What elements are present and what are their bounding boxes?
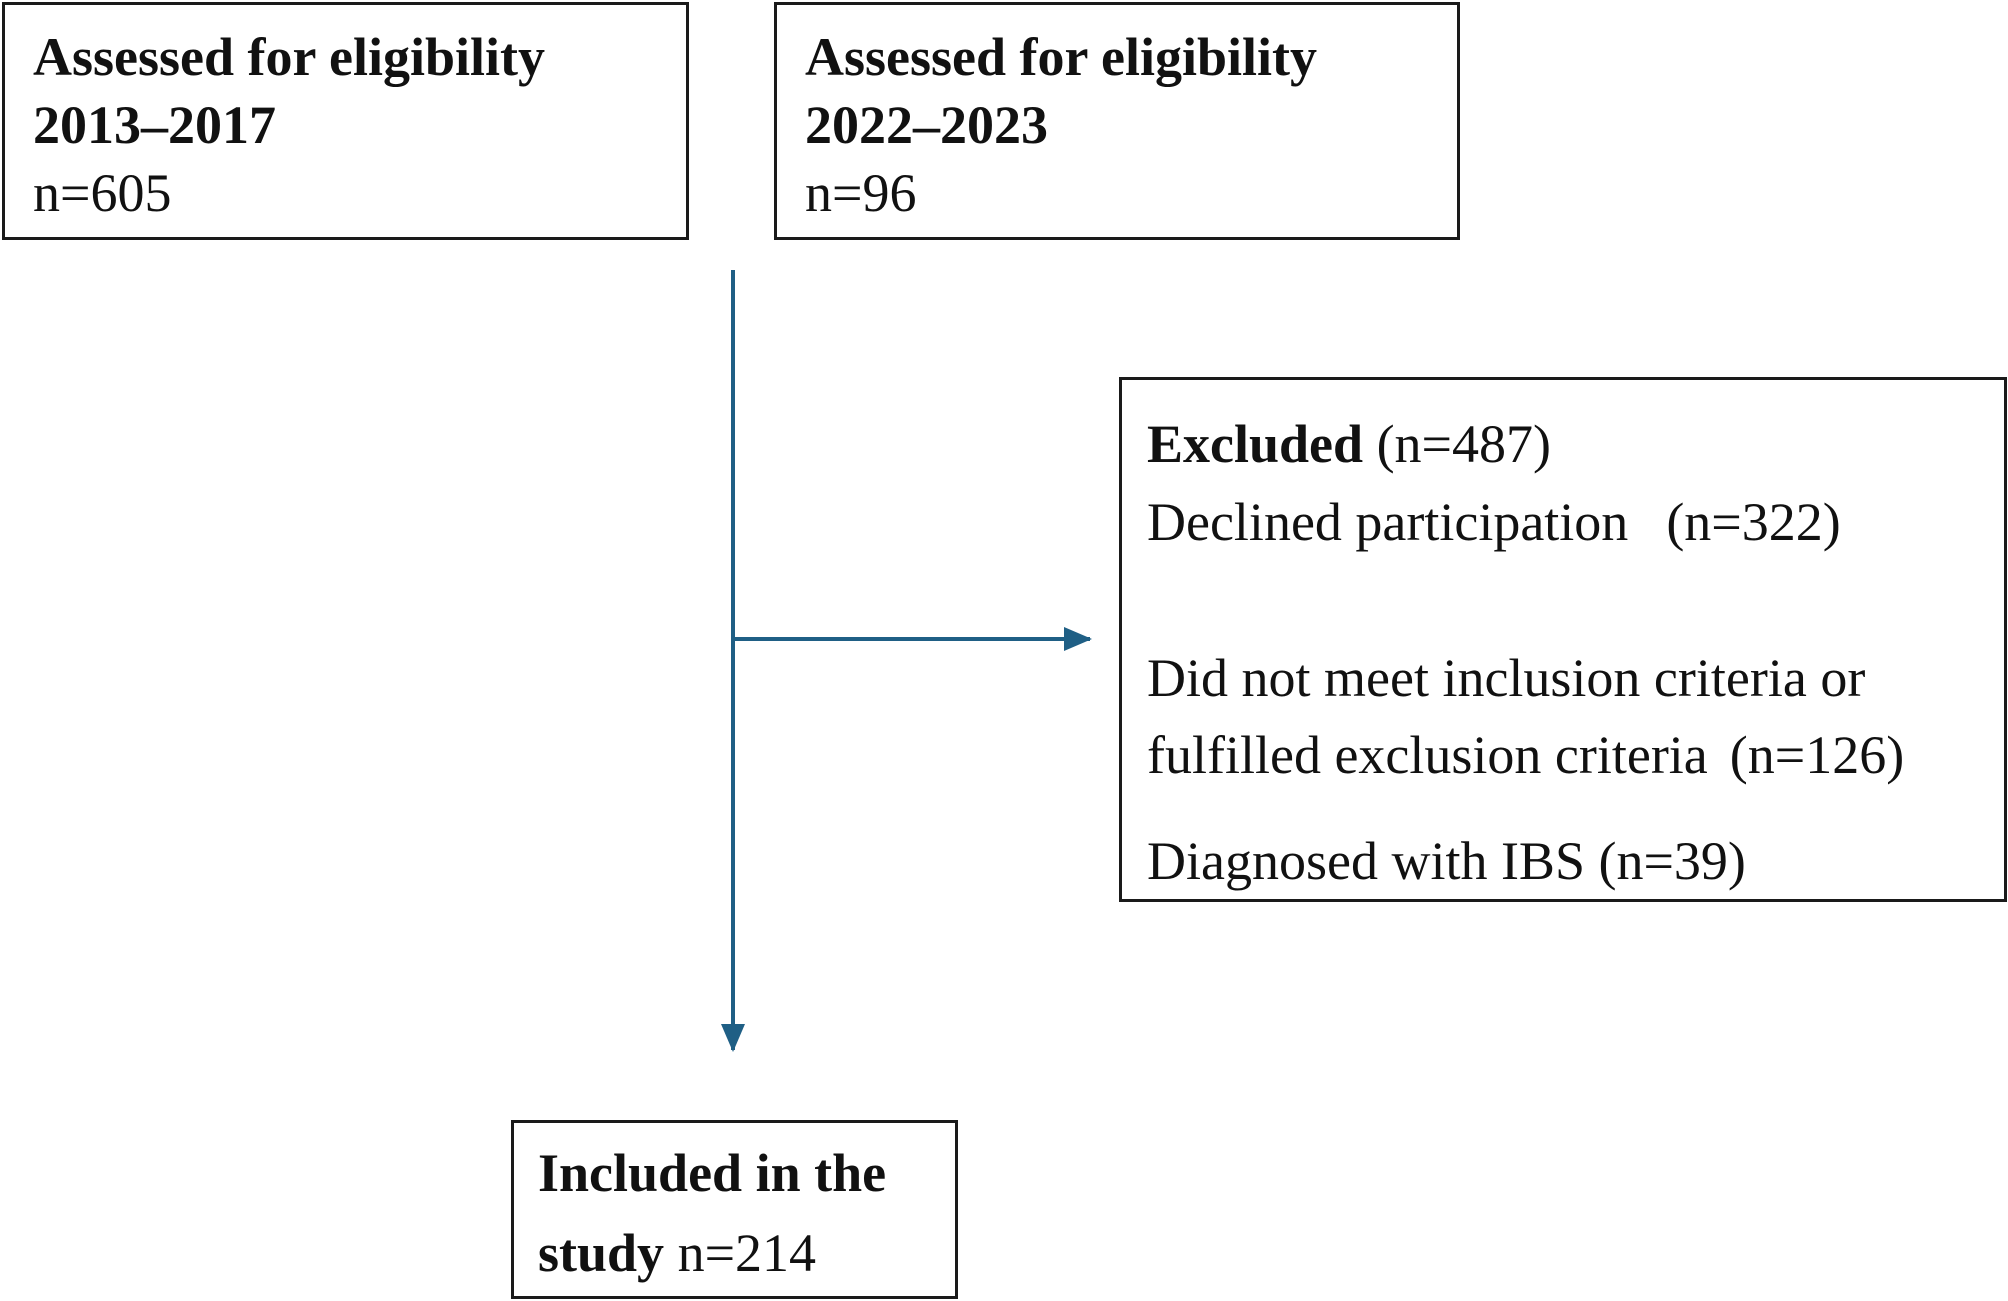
assessed-2022-count: n=96 — [805, 163, 917, 223]
included-title-line2: study — [538, 1223, 665, 1283]
assessed-2022-title: Assessed for eligibility — [805, 27, 1317, 87]
included-count: n=214 — [677, 1223, 817, 1283]
excluded-title: Excluded — [1147, 414, 1364, 474]
criteria-count: (n=126) — [1729, 725, 1905, 785]
assessed-2013-title: Assessed for eligibility — [33, 27, 545, 87]
assessed-2013-2017-box: Assessed for eligibility 2013–2017 n=605 — [2, 2, 689, 240]
excluded-count: (n=487) — [1376, 414, 1551, 474]
criteria-label-line2: fulfilled exclusion criteria — [1147, 725, 1708, 785]
included-box: Included in the study n=214 — [511, 1120, 958, 1299]
assessed-2013-years: 2013–2017 — [33, 95, 276, 155]
assessed-2022-2023-box: Assessed for eligibility 2022–2023 n=96 — [774, 2, 1460, 240]
declined-count: (n=322) — [1666, 492, 1841, 552]
criteria-label-line1: Did not meet inclusion criteria or — [1147, 648, 1866, 708]
ibs-label: Diagnosed with IBS (n=39) — [1147, 831, 1746, 891]
assessed-2013-count: n=605 — [33, 163, 172, 223]
excluded-box: Excluded (n=487) Declined participation (… — [1119, 377, 2007, 902]
assessed-2022-years: 2022–2023 — [805, 95, 1048, 155]
declined-label: Declined participation — [1147, 492, 1629, 552]
included-title-line1: Included in the — [538, 1143, 887, 1203]
